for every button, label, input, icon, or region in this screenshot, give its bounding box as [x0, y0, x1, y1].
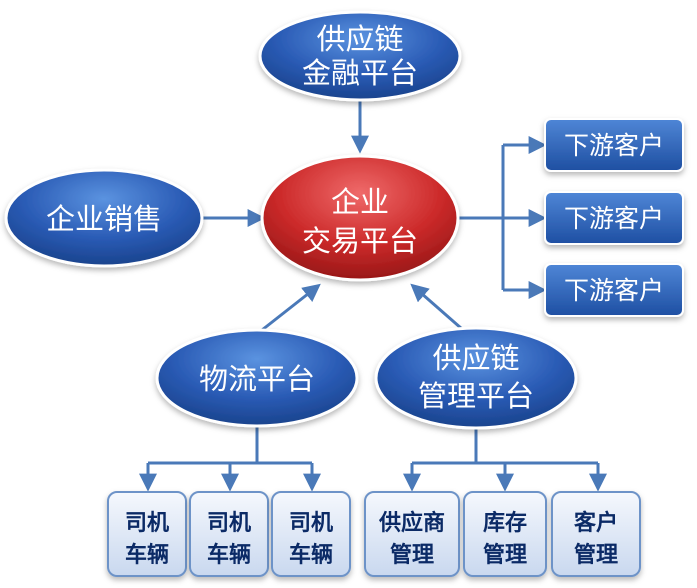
arrow-logistics-to-core — [261, 283, 321, 332]
vehicle-label: 车辆 — [207, 542, 251, 568]
downstream-customer-label: 下游客户 — [564, 131, 664, 160]
vehicle-label: 车辆 — [289, 542, 333, 568]
customer-management-box: 客户 管理 — [551, 491, 641, 577]
enterprise-sales-node: 企业销售 — [4, 168, 204, 268]
driver-vehicle-box-1: 司机 车辆 — [107, 491, 187, 577]
core-to-downstream-connector — [455, 136, 547, 299]
driver-label: 司机 — [125, 511, 169, 536]
driver-vehicle-box-2: 司机 车辆 — [189, 491, 269, 577]
scm-platform-node: 供应链 管理平台 — [374, 326, 578, 430]
downstream-customer-label: 下游客户 — [564, 204, 664, 233]
core-platform-line2: 交易平台 — [302, 224, 418, 258]
enterprise-sales-label: 企业销售 — [46, 202, 162, 236]
customer-management-line2: 管理 — [574, 542, 618, 568]
driver-label: 司机 — [289, 511, 333, 536]
customer-management-line1: 客户 — [574, 510, 618, 536]
finance-platform-node: 供应链 金融平台 — [258, 10, 462, 102]
downstream-customer-label: 下游客户 — [564, 276, 664, 305]
core-trading-platform-node: 企业 交易平台 — [260, 154, 460, 282]
scm-platform-line2: 管理平台 — [418, 379, 534, 413]
scm-to-management-connector — [403, 426, 607, 492]
scm-platform-line1: 供应链 — [432, 341, 519, 375]
logistics-platform-label: 物流平台 — [199, 362, 315, 396]
supplier-management-line1: 供应商 — [378, 510, 445, 536]
logistics-platform-node: 物流平台 — [155, 328, 359, 428]
logistics-to-drivers-connector — [139, 426, 321, 492]
finance-platform-line2: 金融平台 — [302, 56, 418, 90]
vehicle-label: 车辆 — [125, 542, 169, 568]
finance-platform-line1: 供应链 — [316, 22, 403, 56]
downstream-customer-box-3: 下游客户 — [544, 263, 684, 317]
core-platform-line1: 企业 — [331, 185, 389, 219]
inventory-management-line1: 库存 — [483, 510, 527, 536]
supplier-management-line2: 管理 — [390, 542, 434, 568]
supplier-management-box: 供应商 管理 — [364, 491, 460, 577]
downstream-customer-box-1: 下游客户 — [544, 118, 684, 172]
driver-label: 司机 — [207, 511, 251, 536]
driver-vehicle-box-3: 司机 车辆 — [271, 491, 351, 577]
inventory-management-box: 库存 管理 — [463, 491, 547, 577]
downstream-customer-box-2: 下游客户 — [544, 191, 684, 245]
inventory-management-line2: 管理 — [483, 542, 527, 568]
connectors — [139, 97, 607, 492]
